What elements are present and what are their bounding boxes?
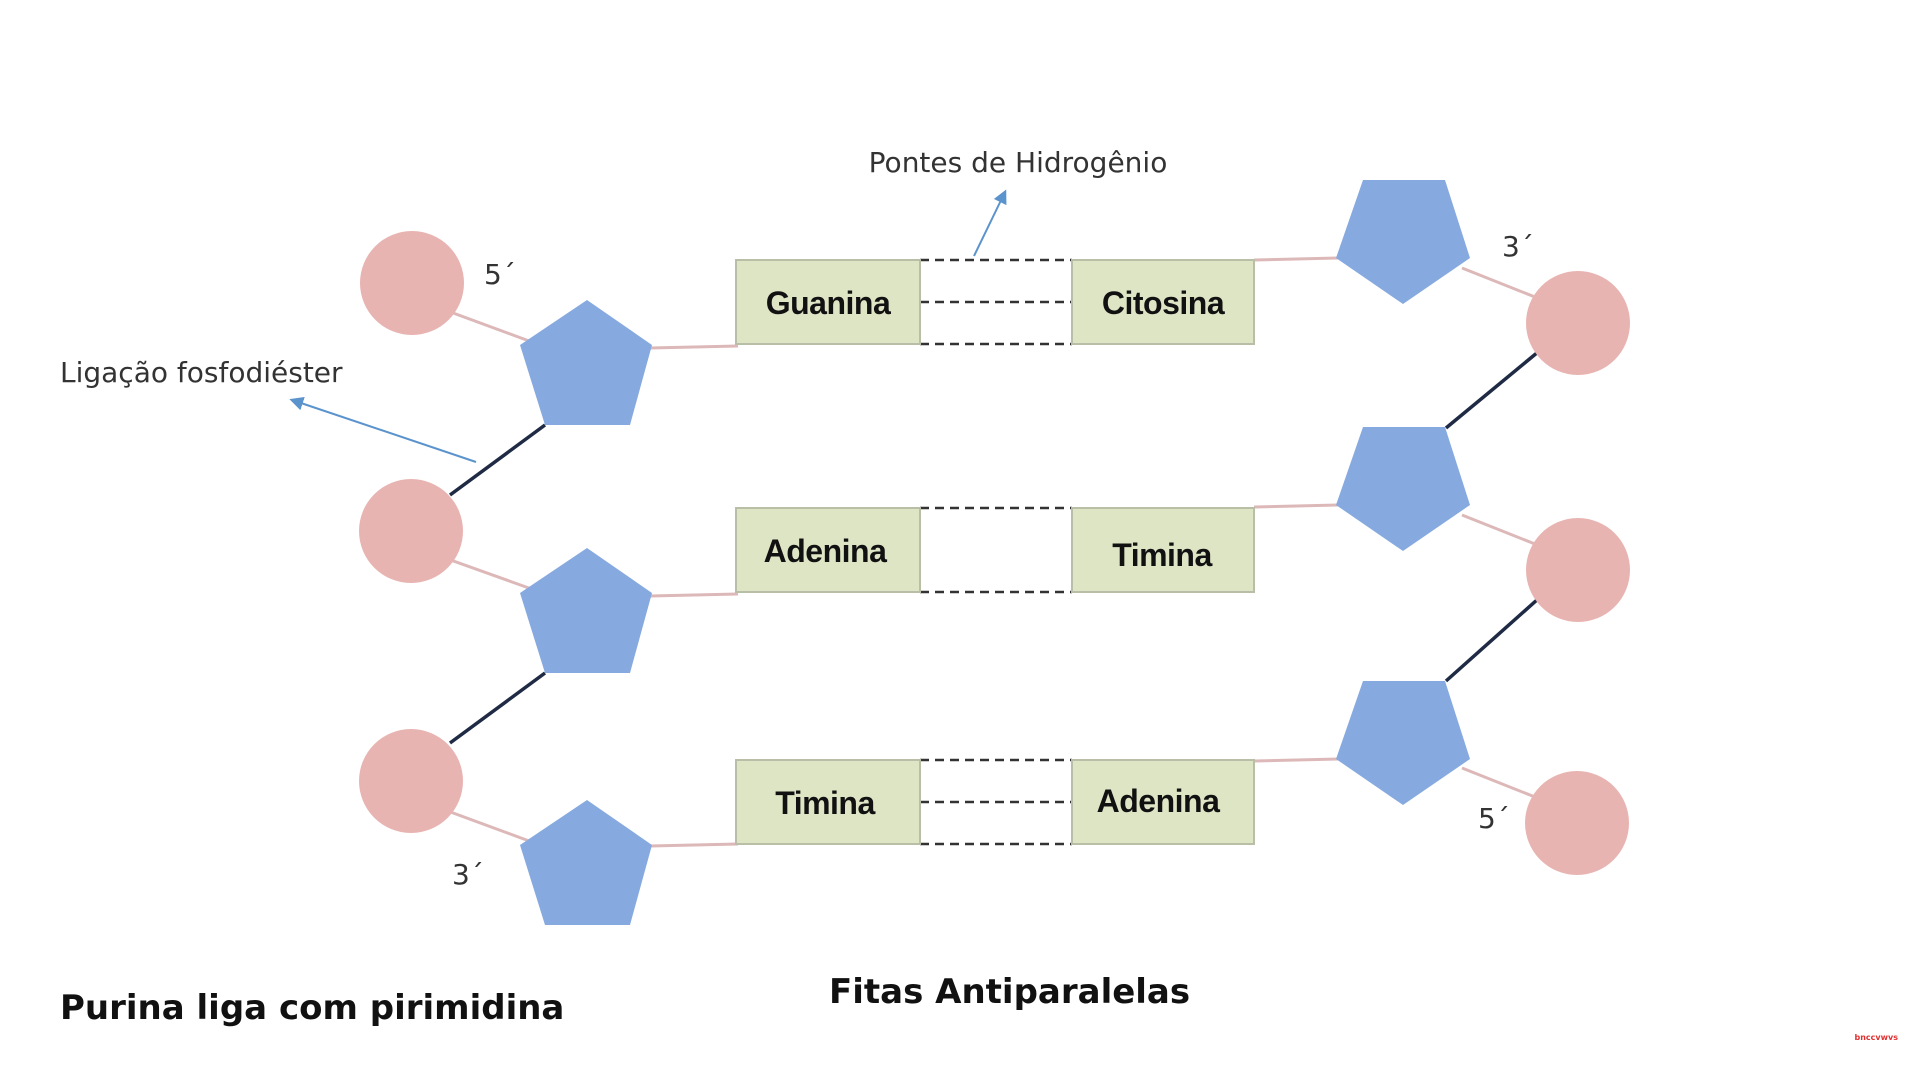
phosphate-circle bbox=[1525, 771, 1629, 875]
hydrogen-bonds-arrow bbox=[973, 189, 1007, 257]
base-box bbox=[1071, 507, 1255, 593]
connector-line bbox=[444, 808, 541, 847]
connector-line bbox=[444, 556, 541, 594]
base-pair-1: Guanina Citosina bbox=[735, 258, 1255, 346]
sugar-pentagon bbox=[520, 800, 652, 925]
right-strand bbox=[1253, 180, 1630, 875]
phosphodiester-arrow bbox=[289, 396, 477, 463]
caption-antiparallel: Fitas Antiparalelas bbox=[829, 972, 1191, 1012]
phosphate-circle bbox=[359, 729, 463, 833]
sugar-pentagon bbox=[1336, 681, 1470, 805]
three-prime-label-right: 3´ bbox=[1502, 230, 1534, 263]
five-prime-label-left: 5´ bbox=[484, 258, 516, 291]
sugar-pentagon bbox=[520, 548, 652, 673]
sugar-base-connector bbox=[1253, 503, 1339, 509]
base-box bbox=[735, 759, 921, 845]
base-pair-3: Timina Adenina bbox=[735, 758, 1255, 846]
phosphate-circle bbox=[1526, 271, 1630, 375]
sugar-pentagon bbox=[1336, 427, 1470, 551]
base-label-guanina: Guanina bbox=[766, 285, 891, 321]
connector-line bbox=[444, 308, 541, 347]
phosphodiester-bond bbox=[448, 423, 547, 497]
base-box bbox=[1071, 759, 1255, 845]
phosphodiester-bond bbox=[1444, 597, 1540, 683]
left-strand bbox=[359, 231, 739, 925]
sugar-base-connector bbox=[649, 344, 739, 350]
base-label-timina: Timina bbox=[1112, 537, 1212, 573]
base-label-adenina: Adenina bbox=[1097, 783, 1220, 819]
phosphate-circle bbox=[359, 479, 463, 583]
sugar-base-connector bbox=[1253, 256, 1339, 262]
base-box bbox=[735, 259, 921, 345]
sugar-base-connector bbox=[649, 592, 739, 598]
base-box bbox=[1071, 259, 1255, 345]
phosphodiester-bond bbox=[448, 671, 547, 745]
three-prime-label-left: 3´ bbox=[452, 858, 484, 891]
phosphate-circle bbox=[360, 231, 464, 335]
phosphodiester-label: Ligação fosfodiéster bbox=[60, 356, 343, 389]
base-pair-2: Adenina Timina bbox=[735, 506, 1255, 594]
sugar-pentagon bbox=[1336, 180, 1470, 304]
phosphodiester-bond bbox=[1444, 350, 1540, 430]
base-label-citosina: Citosina bbox=[1102, 285, 1225, 321]
five-prime-label-right: 5´ bbox=[1478, 802, 1510, 835]
watermark: bnccvwvs bbox=[1854, 1033, 1899, 1042]
base-label-timina: Timina bbox=[775, 785, 875, 821]
base-label-adenina: Adenina bbox=[764, 533, 887, 569]
base-box bbox=[735, 507, 921, 593]
sugar-pentagon bbox=[520, 300, 652, 425]
caption-purine-pyrimidine: Purina liga com pirimidina bbox=[60, 988, 565, 1028]
phosphate-circle bbox=[1526, 518, 1630, 622]
hydrogen-bonds-label: Pontes de Hidrogênio bbox=[869, 146, 1168, 179]
sugar-base-connector bbox=[649, 842, 739, 848]
sugar-base-connector bbox=[1253, 757, 1339, 763]
